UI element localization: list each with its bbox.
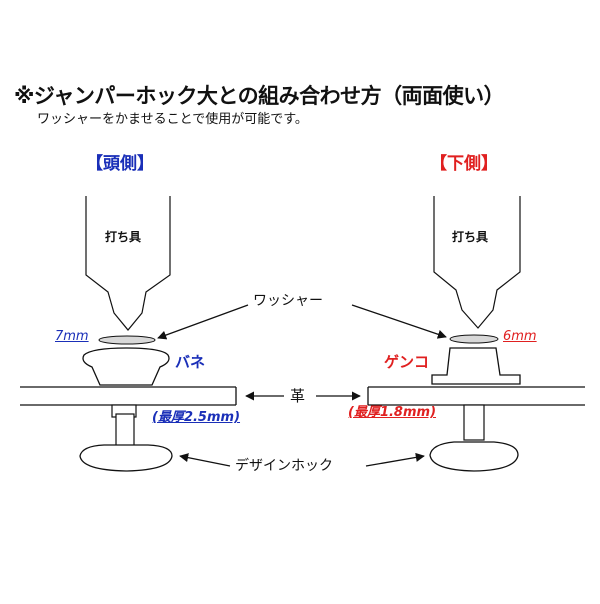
right-design-hook <box>429 441 519 472</box>
page-subtitle: ワッシャーをかませることで使用が可能です。 <box>37 112 308 127</box>
right-post <box>463 404 485 441</box>
right-washer <box>449 334 499 344</box>
left-design-hook <box>79 444 173 472</box>
left-spring-part <box>82 347 170 386</box>
genko-label: ゲンコ <box>384 353 430 371</box>
spring-label: バネ <box>175 353 206 371</box>
left-washer-size: 7mm <box>55 329 89 344</box>
left-setting-tool <box>85 196 171 331</box>
design-arrow-right <box>365 452 425 467</box>
page-title: ※ジャンパーホック大との組み合わせ方（両面使い） <box>14 84 505 108</box>
left-tool-label: 打ち具 <box>105 230 142 244</box>
right-setting-tool <box>433 196 521 329</box>
left-post-stem <box>115 413 135 449</box>
right-genko-part <box>431 347 521 385</box>
left-max-thickness: (最厚2.5mm) <box>152 410 241 425</box>
washer-arrow-left <box>157 304 249 340</box>
design-hook-label: デザインホック <box>235 458 333 474</box>
heading-head-side: 【頭側】 <box>86 154 154 174</box>
right-tool-label: 打ち具 <box>452 230 489 244</box>
leather-left <box>20 386 237 406</box>
leather-right <box>367 386 585 406</box>
washer-arrow-right <box>351 304 447 339</box>
washer-label: ワッシャー <box>253 293 323 309</box>
design-arrow-left <box>179 453 231 467</box>
left-washer <box>98 335 156 345</box>
heading-bottom-side: 【下側】 <box>430 154 498 174</box>
leather-label: 革 <box>290 387 306 405</box>
right-max-thickness: (最厚1.8mm) <box>348 405 437 420</box>
right-washer-size: 6mm <box>503 329 537 344</box>
